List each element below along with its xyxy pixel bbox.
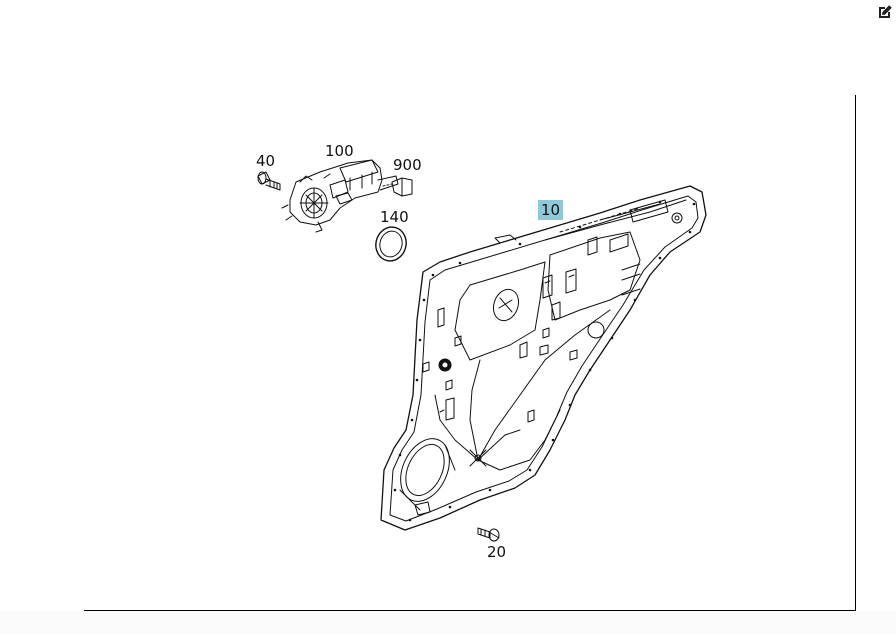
window-motor (281, 159, 399, 233)
edit-button[interactable] (875, 2, 895, 22)
part-label-20[interactable]: 20 (487, 543, 507, 561)
part-label-140[interactable]: 140 (380, 208, 409, 226)
door-panel (380, 185, 707, 531)
bolt-20 (477, 527, 500, 542)
part-label-10[interactable]: 10 (538, 200, 564, 220)
edit-icon (879, 5, 892, 18)
bolt-40 (257, 171, 281, 191)
connector-plug (382, 177, 413, 197)
frame-right-border (855, 95, 856, 611)
part-label-40[interactable]: 40 (256, 152, 276, 170)
part-label-100[interactable]: 100 (325, 142, 354, 160)
ring-seal (375, 226, 407, 262)
bottom-strip (0, 611, 896, 634)
frame-bottom-border (84, 610, 856, 611)
part-label-900[interactable]: 900 (393, 156, 422, 174)
